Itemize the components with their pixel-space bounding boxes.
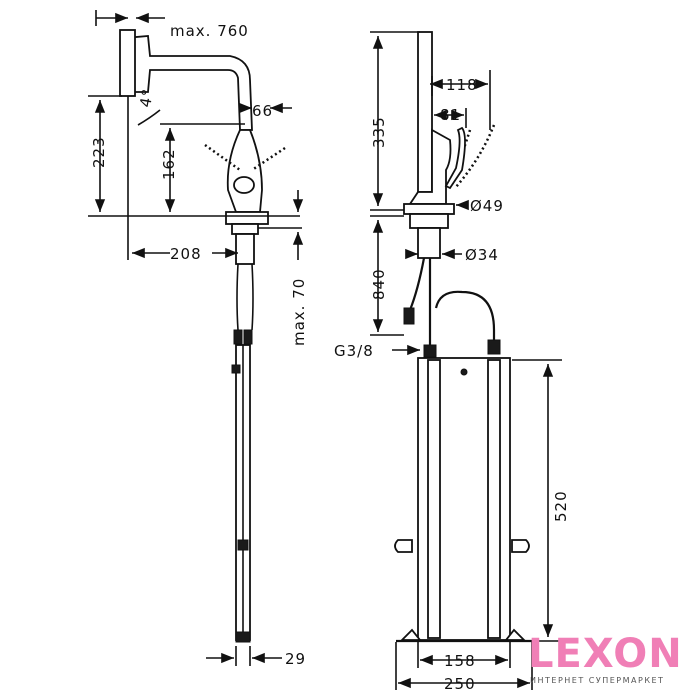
hose-loop bbox=[434, 290, 496, 345]
side-view: max. 760 4° 66 223 162 208 max. 70 29 bbox=[88, 10, 308, 668]
handle-range-left bbox=[204, 143, 241, 172]
front-plate bbox=[409, 213, 449, 229]
hose-left bbox=[408, 257, 426, 311]
handle-range-right bbox=[251, 146, 286, 172]
box-clip-left bbox=[394, 539, 413, 553]
dim-335-label: 335 bbox=[370, 116, 388, 148]
dim-49-label: Ø49 bbox=[470, 197, 504, 215]
dim-29-label: 29 bbox=[285, 650, 306, 668]
dim-223-label: 223 bbox=[90, 136, 108, 168]
logo-word: LEXON bbox=[528, 631, 683, 677]
spray-head bbox=[124, 35, 253, 131]
dim-81-label: 81 bbox=[440, 106, 461, 124]
hose-left-fitting bbox=[403, 307, 415, 325]
hose-fitting-left bbox=[233, 329, 243, 345]
faucet-body bbox=[226, 129, 263, 213]
faucet-base bbox=[225, 211, 269, 225]
handle-joint bbox=[233, 176, 255, 194]
spray-head-nozzle bbox=[119, 29, 136, 97]
handle-range-front-2 bbox=[454, 124, 496, 189]
dim-34-label: Ø34 bbox=[465, 246, 499, 264]
column-end bbox=[235, 631, 251, 643]
dim-520-label: 520 bbox=[552, 490, 570, 522]
dim-118-label: 118 bbox=[446, 76, 478, 94]
box-rail-left bbox=[427, 359, 441, 639]
front-shank bbox=[417, 227, 441, 259]
box-rail-right bbox=[487, 359, 501, 639]
hose-fitting-right bbox=[243, 329, 253, 345]
hose-clip bbox=[231, 364, 241, 374]
shank bbox=[235, 233, 255, 265]
spout-column bbox=[417, 31, 433, 193]
dim-projection-label: max. 70 bbox=[290, 278, 308, 346]
dim-162-label: 162 bbox=[160, 148, 178, 180]
dim-reach-label: max. 760 bbox=[170, 22, 249, 40]
hose-weight bbox=[237, 539, 249, 551]
front-base bbox=[403, 203, 455, 215]
box-hole bbox=[460, 368, 468, 376]
box-clip-right bbox=[511, 539, 530, 553]
mounting-plate bbox=[231, 223, 259, 235]
dim-208-label: 208 bbox=[170, 245, 202, 263]
supply-hoses bbox=[236, 263, 254, 331]
dim-840-label: 840 bbox=[370, 268, 388, 300]
lever-handle bbox=[444, 126, 466, 190]
dim-angle-label: 4° bbox=[136, 87, 157, 109]
lexon-logo: LEXON ИНТЕРНЕТ СУПЕРМАРКЕТ bbox=[528, 632, 688, 692]
front-body bbox=[408, 128, 452, 205]
dim-250-label: 250 bbox=[444, 675, 476, 693]
loop-fitting bbox=[487, 339, 501, 355]
dim-158-label: 158 bbox=[444, 652, 476, 670]
logo-subtitle: ИНТЕРНЕТ СУПЕРМАРКЕТ bbox=[530, 676, 665, 685]
front-view: 335 118 81 Ø49 840 Ø34 G3/8 520 bbox=[334, 31, 570, 693]
dim-spout-width-label: 66 bbox=[252, 102, 273, 120]
dim-angle-arc bbox=[137, 109, 161, 126]
center-fitting bbox=[423, 344, 437, 358]
dim-thread-label: G3/8 bbox=[334, 342, 374, 360]
